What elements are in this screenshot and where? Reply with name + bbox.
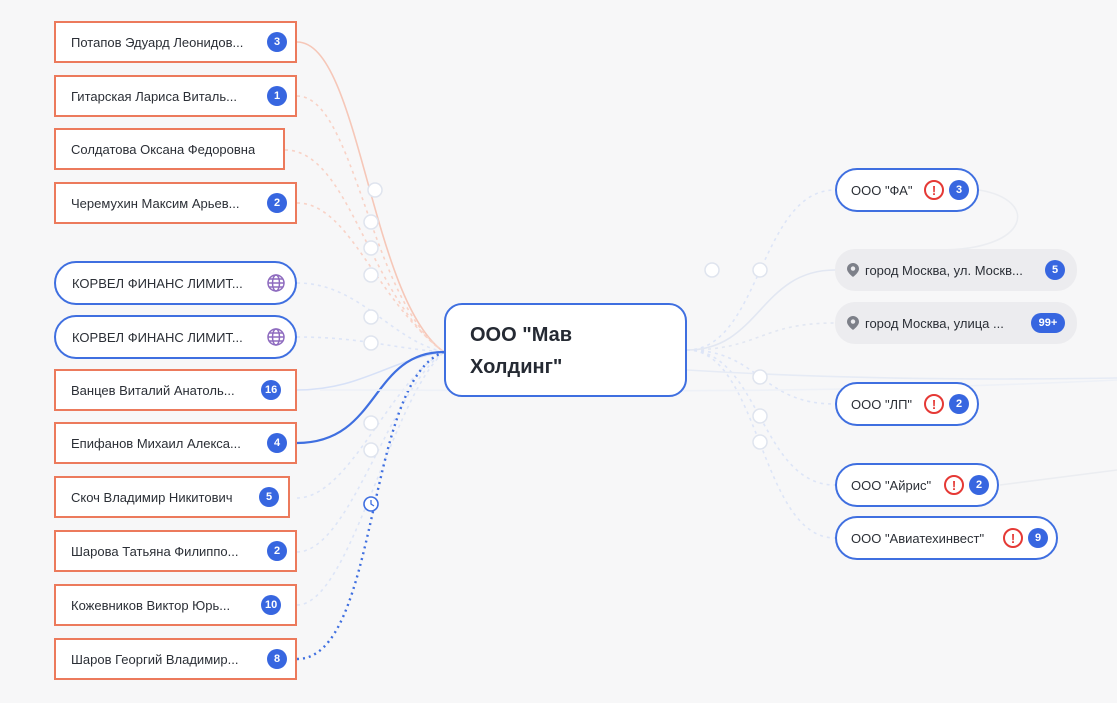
person-node[interactable]: Скоч Владимир Никитович 5 [54,476,290,518]
warning-icon: ! [924,180,944,200]
location-pin-icon [847,316,859,330]
address-text: город Москва, ул. Москв... [865,262,1023,278]
person-node[interactable]: Гитарская Лариса Виталь... 1 [54,75,297,117]
count-badge: 5 [1045,260,1065,280]
company-node[interactable]: ООО "Авиатехинвест" ! 9 [835,516,1058,560]
person-node[interactable]: Солдатова Оксана Федоровна [54,128,285,170]
person-name: Потапов Эдуард Леонидов... [71,34,244,50]
person-name: Солдатова Оксана Федоровна [71,141,256,157]
company-name: КОРВЕЛ ФИНАНС ЛИМИТ... [72,275,243,291]
count-badge: 2 [267,193,287,213]
person-name: Ванцев Виталий Анатоль... [71,382,235,398]
person-node-selected[interactable]: Епифанов Михаил Алекса... 4 [54,422,297,464]
central-company-node[interactable]: ООО "Мав Холдинг" [444,303,687,397]
address-node[interactable]: город Москва, ул. Москв... 5 [835,249,1077,291]
count-badge: 2 [969,475,989,495]
person-name: Гитарская Лариса Виталь... [71,88,237,104]
count-badge: 1 [267,86,287,106]
count-badge: 2 [267,541,287,561]
company-name: КОРВЕЛ ФИНАНС ЛИМИТ... [72,329,243,345]
count-badge: 9 [1028,528,1048,548]
foreign-company-node[interactable]: КОРВЕЛ ФИНАНС ЛИМИТ... [54,315,297,359]
person-node[interactable]: Черемухин Максим Арьев... 2 [54,182,297,224]
company-node[interactable]: ООО "ЛП" ! 2 [835,382,979,426]
person-node[interactable]: Шарова Татьяна Филиппо... 2 [54,530,297,572]
count-badge: 5 [259,487,279,507]
person-name: Шарова Татьяна Филиппо... [71,543,239,559]
company-name: ООО "Авиатехинвест" [851,530,985,546]
count-badge: 99+ [1031,313,1065,333]
company-name: ООО "Айрис" [851,477,932,493]
globe-icon [267,328,285,346]
company-name: ООО "ФА" [851,182,913,198]
person-node[interactable]: Ванцев Виталий Анатоль... 16 [54,369,297,411]
count-badge: 3 [267,32,287,52]
person-node[interactable]: Кожевников Виктор Юрь... 10 [54,584,297,626]
warning-icon: ! [944,475,964,495]
person-name: Шаров Георгий Владимир... [71,651,239,667]
person-name: Епифанов Михаил Алекса... [71,435,241,451]
company-node[interactable]: ООО "Айрис" ! 2 [835,463,999,507]
person-node[interactable]: Потапов Эдуард Леонидов... 3 [54,21,297,63]
warning-icon: ! [1003,528,1023,548]
count-badge: 4 [267,433,287,453]
person-name: Кожевников Виктор Юрь... [71,597,231,613]
warning-icon: ! [924,394,944,414]
person-name: Скоч Владимир Никитович [71,489,233,505]
address-node[interactable]: город Москва, улица ... 99+ [835,302,1077,344]
address-text: город Москва, улица ... [865,315,1004,331]
globe-icon [267,274,285,292]
central-company-name-line2: Холдинг" [470,356,563,378]
count-badge: 16 [261,380,282,400]
count-badge: 3 [949,180,969,200]
company-node[interactable]: ООО "ФА" ! 3 [835,168,979,212]
central-company-name-line1: ООО "Мав [470,324,573,346]
person-name: Черемухин Максим Арьев... [71,195,240,211]
count-badge: 10 [261,595,282,615]
count-badge: 2 [949,394,969,414]
foreign-company-node[interactable]: КОРВЕЛ ФИНАНС ЛИМИТ... [54,261,297,305]
person-node-selected[interactable]: Шаров Георгий Владимир... 8 [54,638,297,680]
company-name: ООО "ЛП" [851,396,913,412]
count-badge: 8 [267,649,287,669]
location-pin-icon [847,263,859,277]
